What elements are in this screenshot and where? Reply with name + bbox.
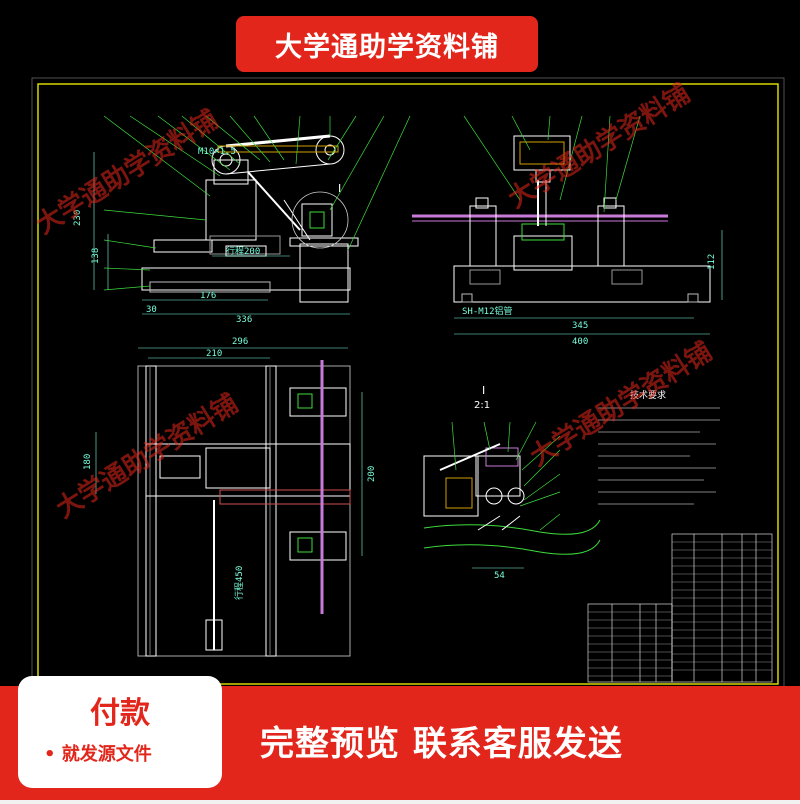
dim-text: 296	[232, 337, 248, 347]
dim-text: 210	[206, 349, 222, 359]
shop-banner-title: 大学通助学资料铺	[275, 31, 499, 63]
technical-notes-lines	[598, 407, 720, 505]
side-view-leaders	[463, 115, 641, 213]
side-view	[412, 135, 723, 335]
section-circle	[291, 191, 349, 249]
payment-title: 付款	[90, 696, 150, 731]
dim-text: 112	[707, 254, 717, 270]
section-labels: I I 2:1 技术要求	[338, 182, 666, 411]
detail-view	[423, 443, 601, 569]
parts-list-table	[587, 533, 773, 683]
dim-text: 345	[572, 321, 588, 331]
top-view	[95, 347, 363, 657]
dim-text: 176	[200, 291, 216, 301]
dim-text: 230	[73, 210, 83, 226]
dim-text: 180	[83, 454, 93, 470]
payment-card[interactable]: 付款 • 就发源文件	[18, 676, 222, 788]
dim-text: 54	[494, 571, 505, 581]
contact-service-cta: 完整预览 联系客服发送	[260, 724, 623, 764]
dim-text: 200	[367, 466, 377, 482]
section-marker: I	[338, 182, 341, 195]
detail-title: I	[482, 384, 485, 397]
dim-text: 30	[146, 305, 157, 315]
detail-leaders	[451, 421, 561, 531]
dim-label: SH-M12铝管	[462, 305, 513, 317]
dim-text: 138	[91, 248, 101, 264]
drawing-border	[37, 83, 779, 685]
payment-subtitle: • 就发源文件	[44, 744, 152, 765]
dim-label: M10×1.5	[198, 147, 236, 157]
shop-banner: 大学通助学资料铺	[236, 16, 538, 72]
dim-text: 行程450	[233, 566, 245, 600]
dim-label: 行程200	[226, 245, 260, 257]
detail-scale: 2:1	[474, 400, 490, 411]
parts-list-rows	[588, 541, 772, 677]
dim-text: 400	[572, 337, 588, 347]
dim-text: 336	[236, 315, 252, 325]
notes-title: 技术要求	[630, 389, 666, 401]
front-view-leaders	[103, 115, 411, 291]
dimension-texts: 176 336 30 230 138 M10×1.5 行程200 345 400…	[73, 147, 717, 600]
